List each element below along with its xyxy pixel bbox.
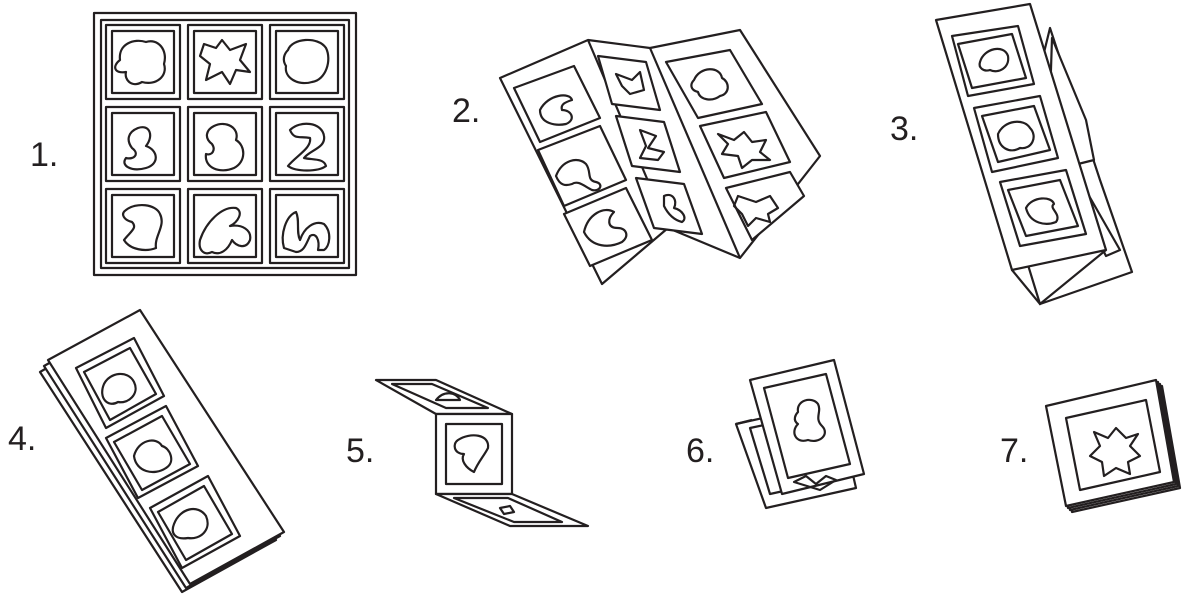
blob-shapes [114, 38, 331, 255]
panel-2-2-frame [192, 111, 258, 177]
blob-shape [123, 126, 157, 171]
step-2: 2. [452, 28, 822, 286]
center-panel-frame [444, 422, 504, 486]
panel-3-2-frame [192, 193, 258, 259]
panel [614, 114, 682, 174]
step-3: 3. [890, 2, 1134, 306]
panel-frame [82, 346, 158, 422]
step-5-label: 5. [346, 432, 374, 470]
panel-frame [980, 104, 1052, 164]
stack-top-frame [1064, 398, 1162, 492]
step-1: 1. [30, 11, 358, 277]
blob-shape [716, 130, 772, 170]
blob-shape [690, 68, 729, 101]
panel [698, 110, 792, 180]
blob-shape [792, 474, 838, 492]
bottom-flap-frame [452, 496, 564, 524]
step-5: 5. [346, 378, 590, 528]
blob-shape [198, 38, 252, 86]
blob-shape [1024, 197, 1059, 225]
front-square-frame [762, 372, 852, 480]
panel-column-middle [596, 54, 704, 236]
panel-grid [104, 23, 346, 265]
panel [562, 186, 654, 268]
blob-shape [204, 122, 245, 172]
step-7: 7. [1000, 378, 1182, 514]
panel [512, 64, 602, 144]
step-3-label: 3. [890, 110, 918, 148]
blob-shape [498, 504, 516, 516]
fold-triangle [1011, 249, 1107, 306]
blob-shape [282, 38, 330, 85]
blob-shape [662, 193, 686, 224]
blob-shapes [538, 68, 780, 247]
step-2-label: 2. [452, 92, 480, 130]
panel-column-right [664, 48, 806, 242]
blob-shape [122, 204, 163, 251]
panel-2-1-frame [110, 111, 176, 177]
panel [596, 54, 662, 112]
panel-frame [112, 414, 192, 492]
blob-shape [614, 70, 646, 96]
panel [536, 124, 628, 208]
panel-frame [156, 484, 234, 562]
panel-frame [956, 32, 1028, 90]
blob-shape [114, 39, 166, 86]
step-6-label: 6. [686, 432, 714, 470]
step-6: 6. [686, 358, 866, 510]
panel-2-3-frame [274, 111, 340, 177]
blob-shape [582, 208, 628, 247]
panel-1-2-frame [192, 29, 258, 95]
blob-shape [198, 206, 252, 255]
blob-shape [286, 122, 328, 172]
blob-shape [978, 47, 1010, 73]
blob-shape [101, 372, 137, 405]
panel-column-left [512, 64, 654, 268]
blob-shape [996, 120, 1035, 152]
blob-shape [793, 398, 826, 442]
blob-shape [638, 128, 666, 162]
step-1-label: 1. [30, 136, 58, 174]
blob-shape [538, 94, 574, 126]
panel [664, 48, 764, 120]
blob-shape [453, 434, 490, 474]
step-4: 4. [8, 308, 286, 594]
blob-shape [554, 158, 602, 192]
step-4-label: 4. [8, 420, 36, 458]
panel [634, 176, 704, 236]
blob-shape [171, 507, 209, 540]
blob-shape [434, 392, 462, 402]
blob-shape [281, 210, 331, 254]
blob-shape [732, 194, 780, 228]
fold-line-right [648, 47, 742, 259]
panel-frame [1006, 178, 1080, 238]
blob-shape [1088, 426, 1142, 478]
step-7-label: 7. [1000, 432, 1028, 470]
blob-shape [132, 439, 173, 474]
fold-edge [735, 418, 753, 426]
